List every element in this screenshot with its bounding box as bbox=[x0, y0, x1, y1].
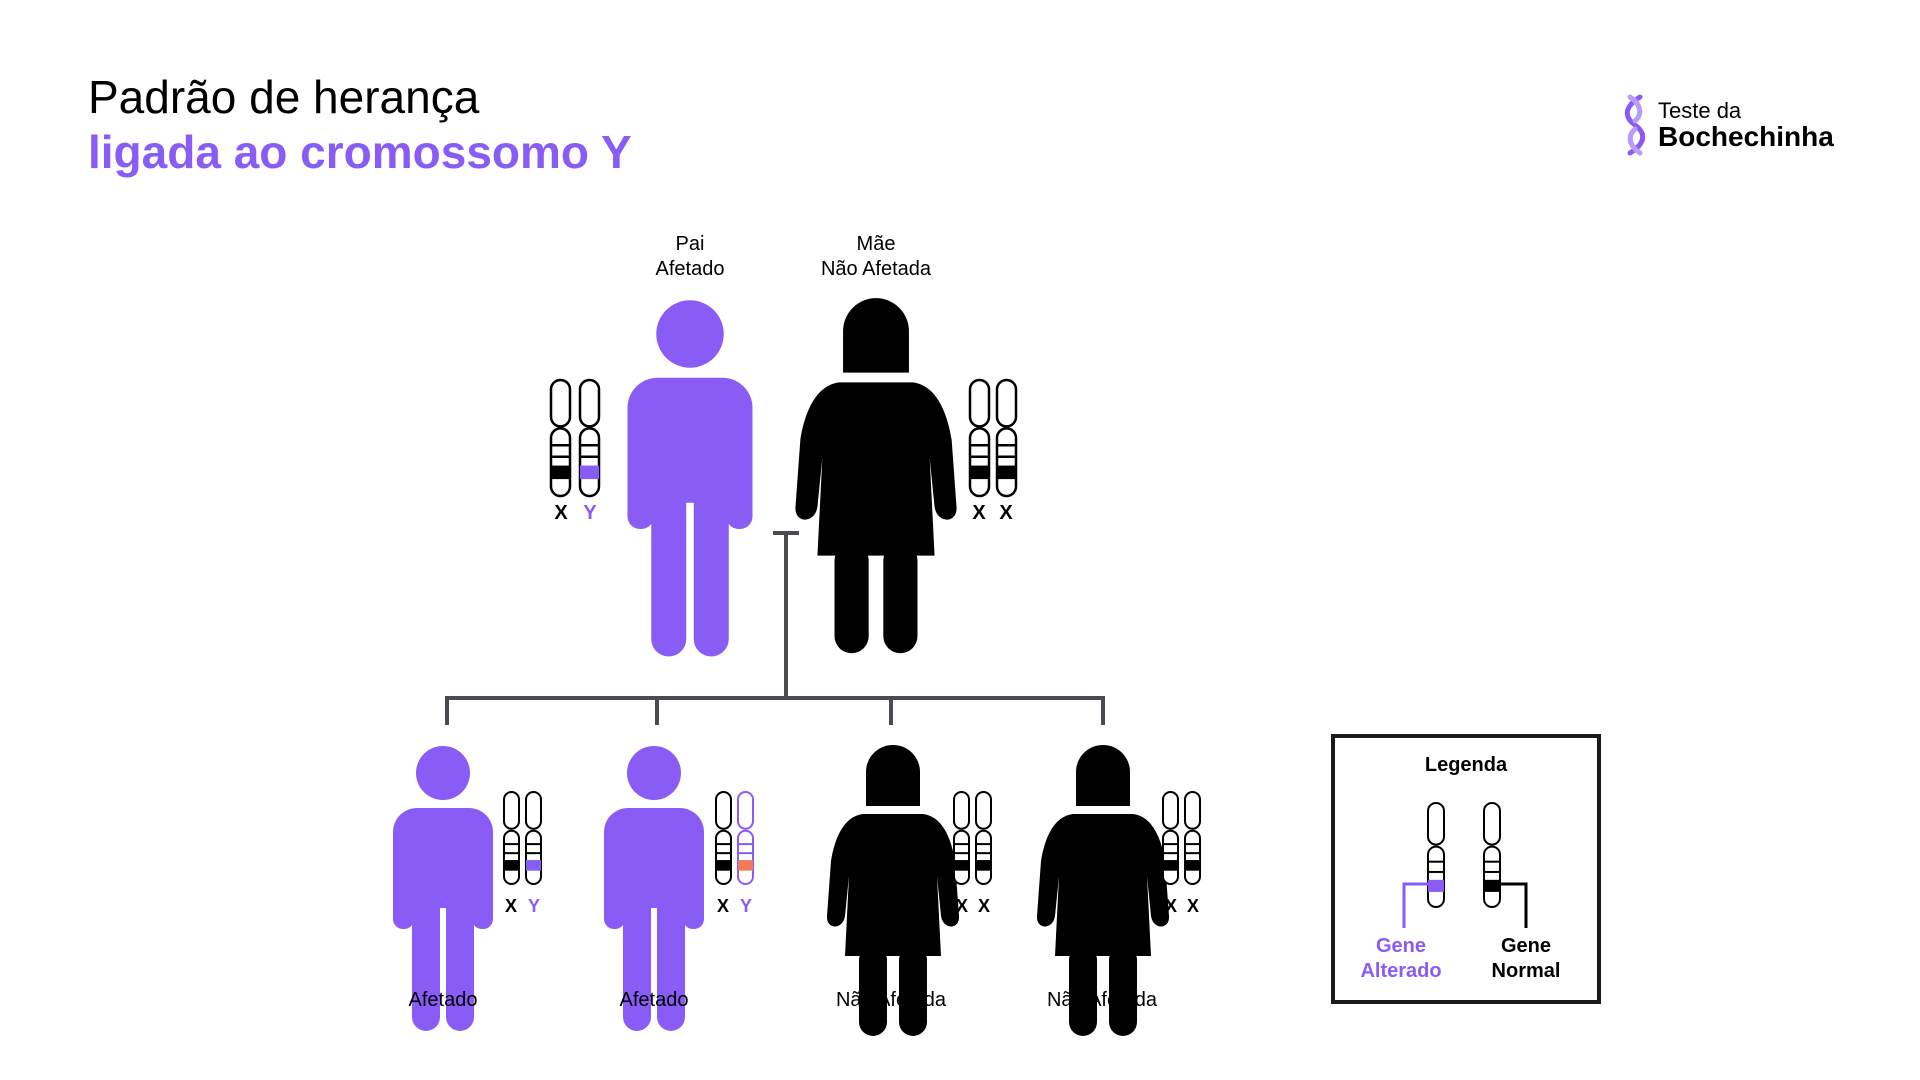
brand-logo: Teste da Bochechinha bbox=[1620, 93, 1834, 157]
mother-chromosome-2-label: X bbox=[999, 502, 1013, 524]
legend-altered-line-2: Alterado bbox=[1360, 960, 1442, 982]
child-2-chromosome-x bbox=[715, 791, 732, 885]
legend-title: Legenda bbox=[1424, 754, 1508, 776]
child-3-label: Não Afetada bbox=[835, 989, 947, 1011]
mother-label-line-2: Não Afetada bbox=[820, 258, 932, 280]
title-line-1: Padrão de herança bbox=[88, 71, 480, 123]
child-2-chromosome-1-label: X bbox=[716, 896, 730, 916]
legend-normal-line-1: Gene bbox=[1500, 935, 1552, 957]
pedigree-connectors bbox=[445, 531, 1105, 725]
mother-figure bbox=[795, 298, 957, 654]
father-figure bbox=[627, 300, 753, 657]
legend-normal-label: Gene Normal bbox=[1492, 934, 1561, 984]
title-line-2: ligada ao cromossomo Y bbox=[88, 126, 632, 179]
child-1-label: Afetado bbox=[408, 989, 478, 1011]
legend-altered-line-1: Gene bbox=[1375, 935, 1427, 957]
mother-chromosome-x-1 bbox=[968, 378, 991, 498]
legend-normal-bracket bbox=[1500, 882, 1528, 928]
child-3-chromosome-1-label: X bbox=[955, 896, 969, 916]
legend-normal-line-2: Normal bbox=[1491, 960, 1561, 982]
father-label-line-2: Afetado bbox=[655, 258, 725, 280]
father-label-line-1: Pai bbox=[675, 233, 705, 255]
page-title: Padrão de herança ligada ao cromossomo Y bbox=[88, 70, 632, 180]
mother-label: Mãe Não Afetada bbox=[821, 232, 931, 282]
legend-altered-bracket bbox=[1402, 882, 1428, 928]
child-4-chromosome-1-label: X bbox=[1164, 896, 1178, 916]
mother-chromosome-x-2 bbox=[995, 378, 1018, 498]
father-chromosome-2-label: Y bbox=[583, 502, 597, 524]
legend-altered-label: Gene Alterado bbox=[1360, 934, 1441, 984]
legend-altered-chromosome bbox=[1427, 802, 1445, 908]
child-3-chromosome-x-2 bbox=[975, 791, 992, 885]
brand-line-2: Bochechinha bbox=[1658, 120, 1834, 152]
child-2-chromosome-y bbox=[737, 791, 754, 885]
father-chromosome-x bbox=[549, 378, 572, 498]
child-1-chromosome-y bbox=[525, 791, 542, 885]
dna-helix-icon bbox=[1624, 94, 1646, 156]
child-2-label: Afetado bbox=[619, 989, 689, 1011]
child-1-chromosome-2-label: Y bbox=[527, 896, 541, 916]
father-chromosome-y bbox=[578, 378, 601, 498]
child-1-chromosome-x bbox=[503, 791, 520, 885]
father-label: Pai Afetado bbox=[656, 232, 725, 282]
mother-chromosome-1-label: X bbox=[972, 502, 986, 524]
mother-label-line-1: Mãe bbox=[856, 233, 896, 255]
child-4-chromosome-2-label: X bbox=[1186, 896, 1200, 916]
brand-line-1: Teste da bbox=[1658, 97, 1742, 123]
child-4-label: Não Afetada bbox=[1046, 989, 1158, 1011]
child-3-chromosome-x-1 bbox=[953, 791, 970, 885]
legend-normal-chromosome bbox=[1483, 802, 1501, 908]
father-chromosome-1-label: X bbox=[554, 502, 568, 524]
child-4-chromosome-x-2 bbox=[1184, 791, 1201, 885]
child-4-chromosome-x-1 bbox=[1162, 791, 1179, 885]
child-1-chromosome-1-label: X bbox=[504, 896, 518, 916]
legend-box bbox=[1331, 734, 1601, 1004]
child-3-chromosome-2-label: X bbox=[977, 896, 991, 916]
child-2-chromosome-2-label: Y bbox=[739, 896, 753, 916]
